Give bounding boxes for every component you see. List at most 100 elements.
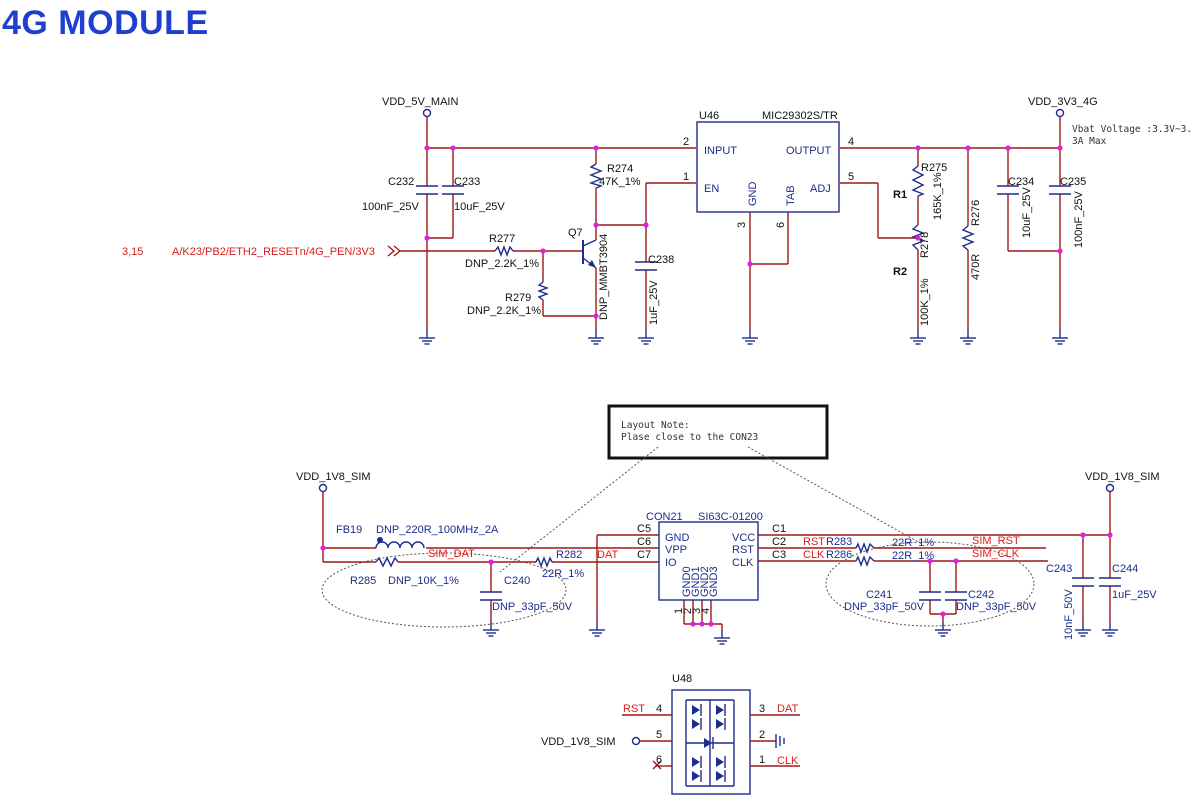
con21-gnd0: GND0 [681,566,693,597]
r274-value: 47K_1% [599,176,641,188]
capacitor-c232 [416,185,438,195]
u48-pin-6: 6 [656,754,662,766]
pin-gnd: GND [747,182,759,207]
r283-ref: R283 [826,536,852,548]
pin-num-output: 4 [848,136,854,148]
capacitor-c235 [1049,185,1071,195]
r277-ref: R277 [489,233,515,245]
u48-net-clk: CLK [777,755,799,767]
resistor-r283 [855,542,875,554]
c244-value: 1uF_25V [1112,589,1157,601]
pin-tab: TAB [785,185,797,206]
c235-ref: C235 [1060,176,1086,188]
c241-value: DNP_33pF_50V [844,601,925,613]
reset-net-label: A/K23/PB2/ETH2_RESETn/4G_PEN/3V3 [172,246,375,258]
q7-value: DNP_MMBT3904 [598,234,610,320]
con21-pin-c7: C7 [637,549,651,561]
label-vdd-1v8-sim-u48: VDD_1V8_SIM [541,736,616,748]
con21-num-2: 2 [682,608,694,614]
r2-role: R2 [893,266,907,278]
u48-pin-4: 4 [656,703,662,715]
con21-name-vpp: VPP [665,544,687,556]
vdd-5v-port [422,108,432,118]
layout-area-left [321,552,567,628]
r276-ref: R276 [970,200,982,226]
reset-ref: 3,15 [122,246,143,258]
r282-ref: R282 [556,549,582,561]
pin-num-en: 1 [683,171,689,183]
junctions-top [424,145,1063,319]
layout-note-box [607,404,829,460]
resistor-r276 [961,225,975,251]
con21-num-1: 1 [673,608,685,614]
esd-diodes [685,699,735,787]
layout-note-2: Plase close to the CON23 [621,432,758,443]
resistor-r282 [535,556,553,568]
capacitor-c242 [945,591,967,601]
net-clk: CLK [803,549,825,561]
c244-ref: C244 [1112,563,1138,575]
r1-role: R1 [893,189,907,201]
capacitor-c238 [635,261,657,271]
esd-array-u48 [671,689,751,795]
page-title: 4G MODULE [2,4,209,42]
c243-ref: C243 [1046,563,1072,575]
resistor-r277 [494,245,514,257]
label-vdd-1v8-sim-right: VDD_1V8_SIM [1085,471,1160,483]
c241-ref: C241 [866,589,892,601]
r286-ref: R286 [826,549,852,561]
capacitor-c243 [1072,577,1094,587]
r279-ref: R279 [505,292,531,304]
net-rst: RST [803,536,825,548]
r282-value: 22R_1% [542,568,584,580]
c242-ref: C242 [968,589,994,601]
c233-value: 10uF_25V [454,201,505,213]
r275-value: 165K_1% [932,172,944,220]
vbat-note-1: Vbat Voltage :3.3V~3. [1072,124,1192,135]
resistor-r286 [855,555,875,567]
con21-name-rst: RST [732,544,754,556]
r275-ref: R275 [921,162,947,174]
u48-pin-3: 3 [759,703,765,715]
pin-num-adj: 5 [848,171,854,183]
con21-name-gnd: GND [665,532,690,544]
u48-pin-2: 2 [759,729,765,741]
con21-part: SI63C-01200 [698,511,763,523]
con21-gnd3: GND3 [708,566,720,597]
r286-value: 22R_1% [892,550,934,562]
pin-en: EN [704,183,719,195]
resistor-r278 [911,224,925,251]
net-sim-rst: SIM_RST [972,535,1020,547]
r283-value: 22R_1% [892,537,934,549]
con21-name-clk: CLK [732,557,754,569]
con21-gnd1: GND1 [690,566,702,597]
con21-pin-c5: C5 [637,523,651,535]
r274-ref: R274 [607,163,633,175]
label-vdd-5v-main: VDD_5V_MAIN [382,96,458,108]
r278-value: 100K_1% [919,278,931,326]
capacitor-c241 [919,591,941,601]
con21-name-vcc: VCC [732,532,755,544]
c238-ref: C238 [648,254,674,266]
pin-output: OUTPUT [786,145,832,157]
power-wiring-top [400,108,1065,330]
transistor-q7 [582,239,597,269]
c232-ref: C232 [388,176,414,188]
con21-pin-c1: C1 [772,523,786,535]
con21-name-io: IO [665,557,677,569]
c235-value: 100nF_25V [1073,190,1085,248]
con21-pin-c6: C6 [637,536,651,548]
capacitor-c244 [1099,577,1121,587]
layout-area-right [825,541,1035,627]
c243-value: 10nF_50V [1063,589,1075,640]
fb19-value: DNP_220R_100MHz_2A [376,524,499,536]
r276-value: 470R [970,254,982,280]
c234-value: 10uF_25V [1021,187,1033,238]
c238-value: 1uF_25V [648,280,660,325]
sim-connector-con21 [658,521,759,601]
capacitor-c233 [442,185,464,195]
sim-wiring [318,483,1115,630]
c233-ref: C233 [454,176,480,188]
u46-ref: U46 [699,110,719,122]
